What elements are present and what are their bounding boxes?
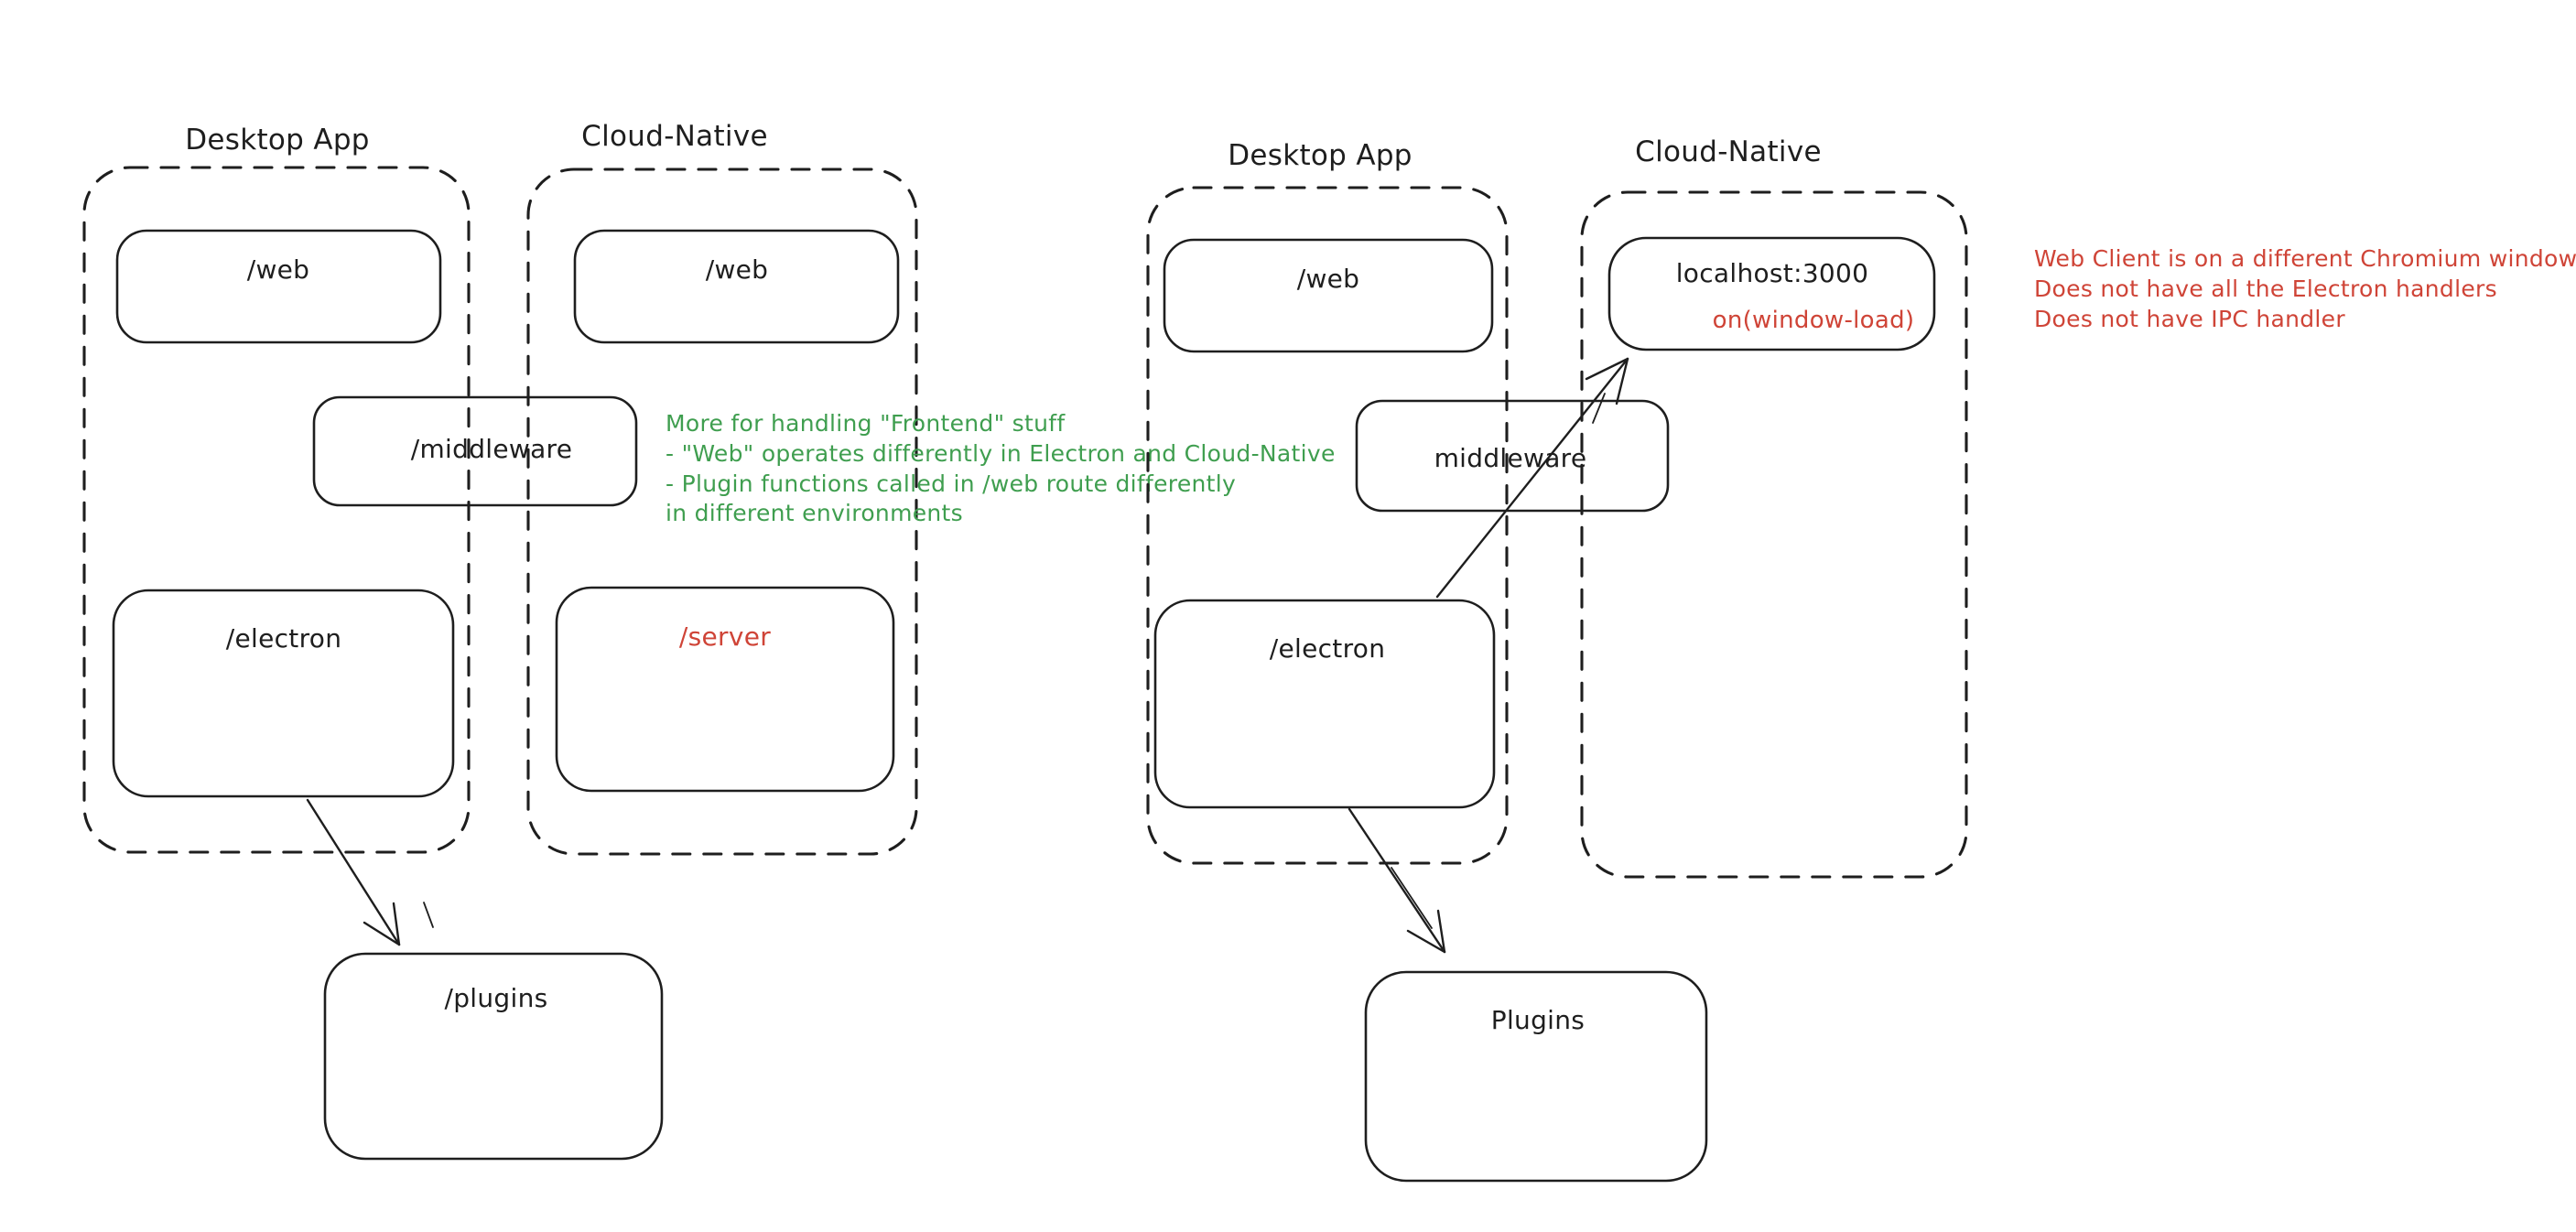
left-diagram: Desktop App Cloud-Native /web /web /midd…: [82, 120, 1336, 1161]
right-electron-to-plugins-arrow: [1348, 807, 1446, 954]
green-note-line-2: - "Web" operates differently in Electron…: [666, 440, 1336, 467]
right-desktop-app-label: Desktop App: [1228, 139, 1412, 172]
red-note-line-2: Does not have all the Electron handlers: [2034, 276, 2497, 302]
right-localhost-box: [1607, 236, 1936, 351]
right-plugins-label: Plugins: [1491, 1005, 1585, 1035]
right-cloud-native-label: Cloud-Native: [1635, 135, 1822, 168]
left-plugins-label: /plugins: [444, 983, 547, 1013]
right-desktop-app-container: [1146, 186, 1509, 865]
right-electron-box: [1153, 599, 1496, 809]
left-web-cloud-label: /web: [706, 254, 769, 285]
right-electron-label: /electron: [1270, 633, 1386, 664]
right-localhost-label: localhost:3000: [1676, 258, 1869, 288]
green-note-line-4: in different environments: [666, 500, 963, 526]
left-electron-box: [112, 589, 455, 798]
green-note: More for handling "Frontend" stuff - "We…: [666, 410, 1336, 526]
red-note-line-3: Does not have IPC handler: [2034, 306, 2345, 332]
red-note: Web Client is on a different Chromium wi…: [2034, 245, 2576, 332]
left-desktop-app-label: Desktop App: [185, 124, 370, 157]
right-plugins-box: [1364, 970, 1708, 1183]
right-web-box: [1163, 238, 1494, 353]
left-plugins-box: [323, 952, 664, 1161]
left-web-desktop-label: /web: [247, 254, 310, 285]
right-diagram: Desktop App Cloud-Native /web localhost:…: [1146, 135, 2576, 1183]
left-cloud-native-container: [526, 168, 918, 856]
left-web-desktop-box: [115, 229, 442, 344]
left-web-cloud-box: [573, 229, 900, 344]
left-desktop-app-container: [82, 166, 471, 854]
left-middleware-box: [312, 395, 638, 507]
left-server-label: /server: [679, 621, 771, 652]
right-middleware-box: [1355, 399, 1670, 513]
red-note-line-1: Web Client is on a different Chromium wi…: [2034, 245, 2576, 272]
right-cloud-native-container: [1580, 190, 1968, 879]
left-electron-to-plugins-arrow: [306, 798, 434, 946]
right-middleware-label: middleware: [1434, 443, 1587, 473]
right-web-label: /web: [1297, 264, 1360, 294]
left-cloud-native-label: Cloud-Native: [581, 120, 768, 153]
left-middleware-label: /middleware: [411, 434, 573, 464]
green-note-line-3: - Plugin functions called in /web route …: [666, 470, 1236, 497]
right-on-window-load-label: on(window-load): [1713, 307, 1915, 334]
left-server-box: [555, 586, 895, 793]
right-electron-to-localhost-arrow: [1435, 357, 1629, 599]
green-note-line-1: More for handling "Frontend" stuff: [666, 410, 1066, 437]
left-electron-label: /electron: [226, 623, 342, 654]
